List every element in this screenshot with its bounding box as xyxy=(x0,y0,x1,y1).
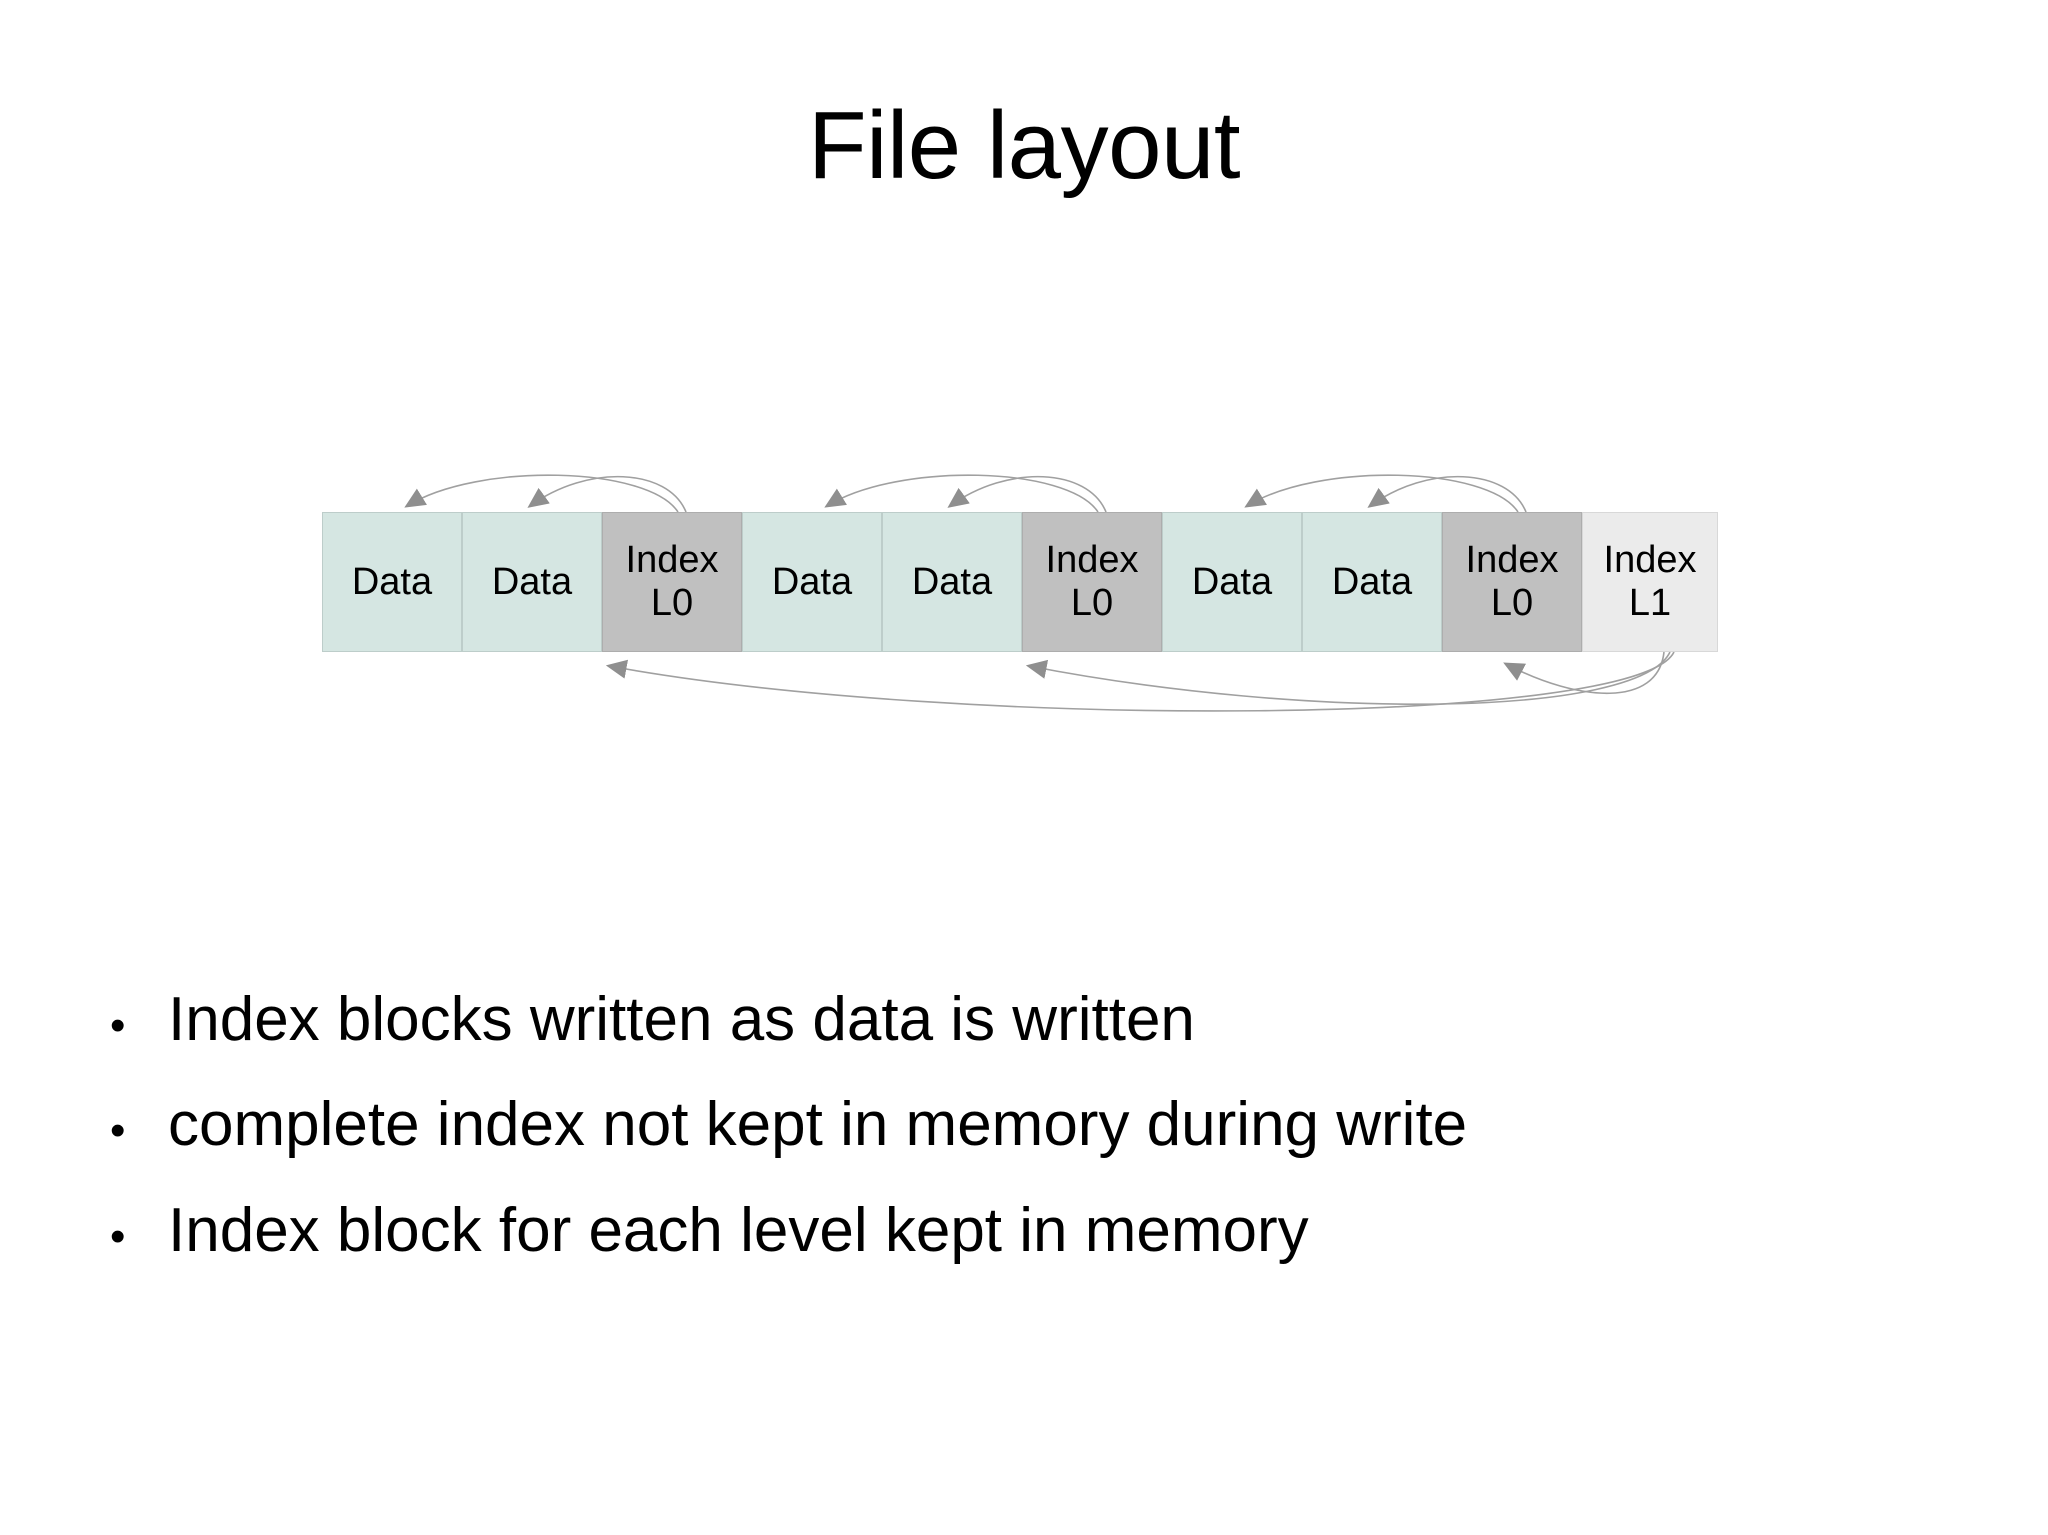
block-label-level: L1 xyxy=(1628,582,1672,624)
block-data[interactable]: Data xyxy=(742,512,882,652)
block-label: Data xyxy=(491,560,573,603)
arrow-group-index-l1 xyxy=(605,651,1675,712)
bullet-marker-icon: • xyxy=(110,1001,126,1050)
block-label: Data xyxy=(911,560,993,603)
block-index-l0[interactable]: Index L0 xyxy=(1442,512,1582,652)
block-row: Data Data Index L0 Data Data Index L0 Da… xyxy=(322,512,1718,652)
page-title: File layout xyxy=(807,92,1241,199)
block-label: Data xyxy=(351,560,433,603)
arrow-index-l0-3-to-data-7 xyxy=(1367,475,1527,513)
block-data[interactable]: Data xyxy=(462,512,602,652)
block-label: Index xyxy=(1465,539,1559,582)
block-label-level: L0 xyxy=(650,582,694,624)
arrow-group-index-l0-3 xyxy=(1244,474,1527,513)
arrow-index-l1-to-index-l0-1 xyxy=(605,651,1675,712)
bullet-item: • Index block for each level kept in mem… xyxy=(110,1196,1970,1265)
bullet-text: Index blocks written as data is written xyxy=(168,985,1195,1054)
file-layout-block-diagram: Data Data Index L0 Data Data Index L0 Da… xyxy=(322,430,1722,750)
bullet-text: complete index not kept in memory during… xyxy=(168,1090,1468,1160)
block-data[interactable]: Data xyxy=(1302,512,1442,652)
block-index-l1[interactable]: Index L1 xyxy=(1582,512,1718,652)
arrow-index-l0-3-to-data-6 xyxy=(1244,474,1519,513)
bullet-list: • Index blocks written as data is writte… xyxy=(110,985,1970,1301)
block-label: Data xyxy=(1331,560,1413,603)
block-data[interactable]: Data xyxy=(322,512,462,652)
arrow-index-l0-2-to-data-4 xyxy=(947,475,1107,513)
block-label: Data xyxy=(771,560,853,603)
block-label-level: L0 xyxy=(1070,582,1114,624)
arrow-group-index-l0-1 xyxy=(404,474,687,513)
arrow-index-l0-2-to-data-3 xyxy=(824,474,1099,513)
arrow-index-l0-1-to-data-0 xyxy=(404,474,679,513)
block-label: Index xyxy=(1045,539,1139,582)
arrow-index-l1-to-index-l0-2 xyxy=(1025,651,1671,705)
arrow-index-l1-to-index-l0-3 xyxy=(1503,651,1665,695)
arrow-index-l0-1-to-data-1 xyxy=(527,475,687,513)
block-label: Index xyxy=(1603,539,1697,582)
bullet-text: Index block for each level kept in memor… xyxy=(168,1195,1309,1265)
block-label: Index xyxy=(625,539,719,582)
bullet-item: • complete index not kept in memory duri… xyxy=(110,1090,1970,1159)
bullet-marker-icon: • xyxy=(110,1211,126,1261)
block-label: Data xyxy=(1191,560,1273,603)
block-data[interactable]: Data xyxy=(882,512,1022,652)
arrow-group-index-l0-2 xyxy=(824,474,1107,513)
block-label-level: L0 xyxy=(1490,582,1534,624)
block-index-l0[interactable]: Index L0 xyxy=(602,512,742,652)
bullet-item: • Index blocks written as data is writte… xyxy=(110,985,1970,1054)
block-index-l0[interactable]: Index L0 xyxy=(1022,512,1162,652)
block-data[interactable]: Data xyxy=(1162,512,1302,652)
bullet-marker-icon: • xyxy=(110,1106,126,1156)
